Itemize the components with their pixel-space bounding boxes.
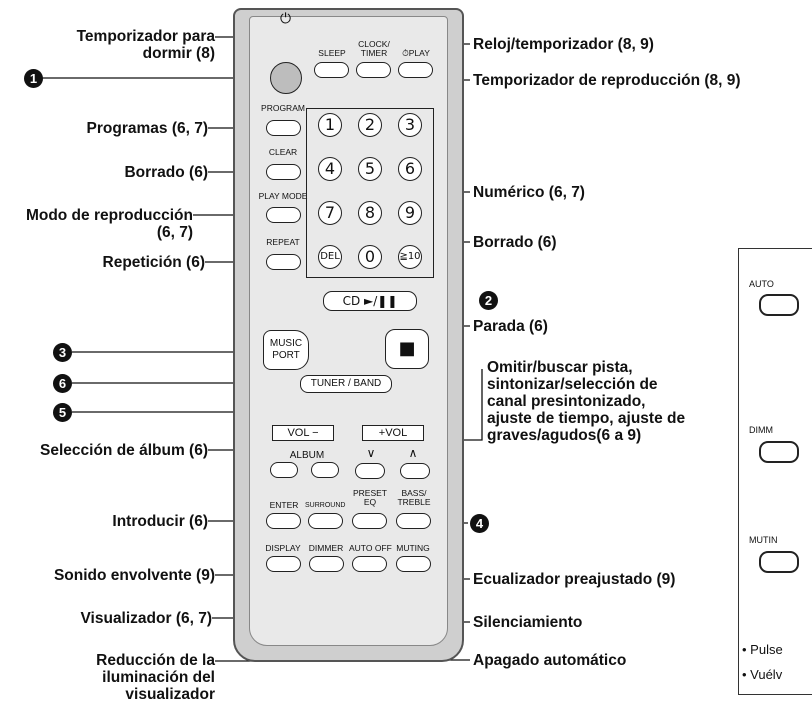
skip-forward-caption: ∧: [408, 446, 418, 460]
vol-down-button[interactable]: VOL −: [272, 425, 334, 441]
label-clock: Reloj/temporizador (8, 9): [473, 36, 654, 53]
sleep-button[interactable]: [314, 62, 349, 78]
enter-caption: ENTER: [269, 500, 299, 510]
dimmer-caption: DIMMER: [308, 543, 344, 553]
label-playmode: Modo de reproducción(6, 7): [25, 207, 193, 241]
dimmer-button[interactable]: [309, 556, 344, 572]
clock-timer-button[interactable]: [356, 62, 391, 78]
skip-back-button[interactable]: [355, 463, 385, 479]
digit-8-button[interactable]: 8: [358, 201, 382, 225]
cd-play-pause-button[interactable]: CD ►/❚❚: [323, 291, 417, 311]
marker-4: 4: [470, 514, 489, 533]
muting-caption: MUTING: [396, 543, 430, 553]
marker-2: 2: [479, 291, 498, 310]
digit-3-button[interactable]: 3: [398, 113, 422, 137]
label-repeat: Repetición (6): [102, 254, 205, 271]
vol-up-button[interactable]: +VOL: [362, 425, 424, 441]
enter-button[interactable]: [266, 513, 301, 529]
side-bullet-2: • Vuélv: [742, 667, 783, 682]
clear-caption: CLEAR: [268, 147, 298, 157]
muting-button[interactable]: [396, 556, 431, 572]
digit-5-button[interactable]: 5: [358, 157, 382, 181]
display-caption: DISPLAY: [265, 543, 301, 553]
auto-off-caption: AUTO OFF: [349, 543, 392, 553]
side-caption-dimm: DIMM: [749, 425, 773, 435]
label-autooff: Apagado automático: [473, 652, 627, 669]
del-button[interactable]: DEL: [318, 245, 342, 269]
display-button[interactable]: [266, 556, 301, 572]
marker-3: 3: [53, 343, 72, 362]
program-caption: PROGRAM: [261, 103, 305, 113]
tuner-band-button[interactable]: TUNER / BAND: [300, 375, 392, 393]
marker-1: 1: [24, 69, 43, 88]
digit-1-button[interactable]: 1: [318, 113, 342, 137]
program-button[interactable]: [266, 120, 301, 136]
side-mutin-button: [759, 551, 799, 573]
label-skip: Omitir/buscar pista,sintonizar/selección…: [487, 359, 686, 444]
label-surround: Sonido envolvente (9): [53, 567, 215, 584]
digit-6-button[interactable]: 6: [398, 157, 422, 181]
label-clear: Borrado (6): [124, 164, 208, 181]
power-icon: ⏻: [280, 10, 292, 26]
label-del: Borrado (6): [473, 234, 557, 251]
side-caption-mutin: MUTIN: [749, 535, 778, 545]
clear-button[interactable]: [266, 164, 301, 180]
digit-7-button[interactable]: 7: [318, 201, 342, 225]
stop-button[interactable]: ■: [385, 329, 429, 369]
surround-caption: SURROUND: [305, 502, 346, 509]
label-muting: Silenciamiento: [473, 614, 583, 631]
play-timer-caption: ⏱PLAY: [402, 48, 430, 58]
side-bullet-1: • Pulse: [742, 642, 783, 657]
clock-timer-caption: CLOCK/ TIMER: [358, 39, 390, 58]
side-panel: AUTO DIMM MUTIN • Pulse • Vuélv: [738, 248, 812, 695]
play-mode-caption: PLAY MODE: [258, 191, 308, 201]
marker-6: 6: [53, 374, 72, 393]
play-timer-button[interactable]: [398, 62, 433, 78]
side-caption-auto: AUTO: [749, 279, 774, 289]
side-dimm-button: [759, 441, 799, 463]
repeat-button[interactable]: [266, 254, 301, 270]
label-album: Selección de álbum (6): [40, 442, 208, 459]
label-numeric: Numérico (6, 7): [473, 184, 585, 201]
play-mode-button[interactable]: [266, 207, 301, 223]
label-preseteq: Ecualizador preajustado (9): [473, 571, 676, 588]
music-port-button[interactable]: MUSIC PORT: [263, 330, 309, 370]
sleep-caption: SLEEP: [318, 48, 346, 58]
album-caption: ALBUM: [289, 450, 325, 461]
side-auto-button: [759, 294, 799, 316]
digit-0-button[interactable]: 0: [358, 245, 382, 269]
preset-eq-button[interactable]: [352, 513, 387, 529]
label-stop: Parada (6): [473, 318, 548, 335]
album-down-button[interactable]: [270, 462, 298, 478]
album-up-button[interactable]: [311, 462, 339, 478]
ten-plus-button[interactable]: ≧10: [398, 245, 422, 269]
bass-treble-button[interactable]: [396, 513, 431, 529]
numeric-keypad-frame: [306, 108, 434, 278]
label-display: Visualizador (6, 7): [80, 610, 212, 627]
skip-forward-button[interactable]: [400, 463, 430, 479]
digit-2-button[interactable]: 2: [358, 113, 382, 137]
digit-9-button[interactable]: 9: [398, 201, 422, 225]
repeat-caption: REPEAT: [266, 237, 300, 247]
marker-5: 5: [53, 403, 72, 422]
auto-off-button[interactable]: [352, 556, 387, 572]
bass-treble-caption: BASS/ TREBLE: [397, 488, 431, 507]
digit-4-button[interactable]: 4: [318, 157, 342, 181]
label-program: Programas (6, 7): [86, 120, 208, 137]
skip-back-caption: ∨: [366, 446, 376, 460]
surround-button[interactable]: [308, 513, 343, 529]
power-button[interactable]: [270, 62, 302, 94]
label-playtimer: Temporizador de reproducción (8, 9): [473, 72, 741, 89]
preset-eq-caption: PRESET EQ: [352, 488, 387, 507]
label-enter: Introducir (6): [112, 513, 208, 530]
